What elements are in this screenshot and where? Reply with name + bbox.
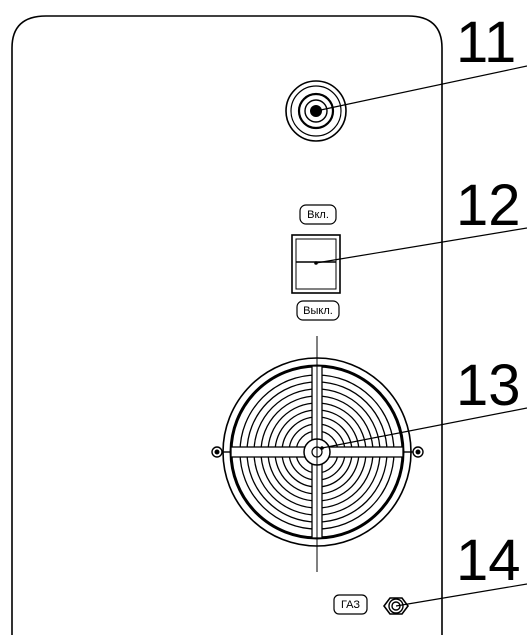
callout-12: 12 — [456, 173, 521, 238]
fan-guard-13 — [211, 336, 424, 572]
label-box-off — [296, 300, 340, 321]
label-box-on — [299, 204, 337, 225]
label-gas: ГАЗ — [341, 599, 360, 611]
leader-lines — [315, 65, 527, 607]
label-off: Выкл. — [303, 305, 333, 317]
power-switch-12 — [291, 204, 341, 321]
callout-14: 14 — [456, 528, 521, 593]
callout-13: 13 — [456, 353, 521, 418]
callout-11: 11 — [456, 10, 516, 75]
panel-outline — [11, 15, 443, 635]
label-box-gas — [333, 594, 368, 615]
label-on: Вкл. — [307, 209, 329, 221]
